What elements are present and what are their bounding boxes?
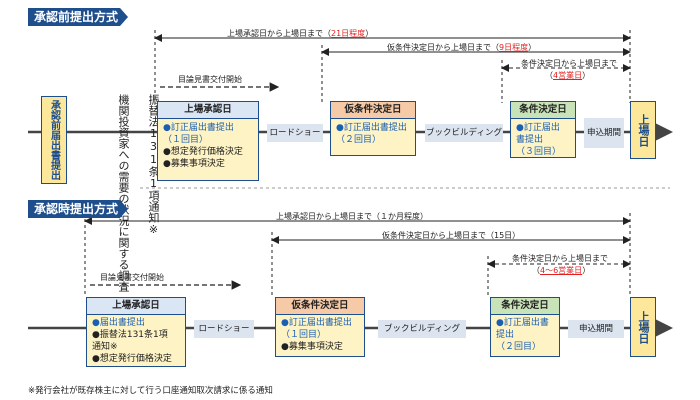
approval-line: ●振替法131条1項	[92, 330, 168, 340]
bookbuilding-step-2: ブックビルディング	[378, 320, 466, 338]
decision-line: 書提出	[516, 135, 544, 145]
investigation-text: 機関投資家への需要の状況に関する調査	[117, 94, 130, 292]
tentative-line: （１回目）	[281, 330, 327, 340]
approval-line: ●募集事項決定	[163, 159, 225, 169]
tentative-date-box-1: 仮条件決定日 ●訂正届出書提出 （２回目）	[330, 101, 416, 156]
approval-line: ●訂正届出書提出	[163, 123, 234, 133]
decision-line: ●訂正届出書	[496, 318, 549, 328]
approval-line: ●届出書提出	[92, 318, 145, 328]
tentative-line: ●訂正届出書提出	[281, 318, 352, 328]
tentative-line: ●訂正届出書提出	[336, 123, 407, 133]
bookbuilding-step-1: ブックビルディング	[425, 124, 503, 142]
section-header-pre-approval: 承認前提出方式	[28, 8, 129, 26]
application-period-step-1: 申込期間	[584, 118, 624, 148]
tentative-line: （２回目）	[336, 135, 382, 145]
notice-text: 振替法131条1項通知※	[147, 94, 160, 236]
roadshow-step-2: ロードショー	[194, 320, 254, 338]
doc-delivery-label-1: 目論見書交付開始	[178, 75, 242, 84]
span-label-top-1: 上場承認日から上場日まで（21日程度）	[227, 29, 374, 38]
approval-line: ●想定発行価格決定	[163, 147, 243, 157]
span-label-low-1a: 条件決定日から上場日まで	[521, 59, 617, 68]
listing-date-box-2: 上場日	[630, 297, 656, 357]
decision-line: （３回目）	[516, 147, 562, 157]
span-label-top-2: 上場承認日から上場日まで（１か月程度）	[276, 212, 428, 221]
approval-line: ●想定発行価格決定	[92, 354, 172, 364]
decision-date-box-2: 条件決定日 ●訂正届出書 提出 （２回目）	[490, 297, 560, 357]
tentative-line: ●募集事項決定	[281, 342, 343, 352]
span-label-mid-1: 仮条件決定日から上場日まで（9日程度）	[387, 43, 537, 52]
span-label-low-2a: 条件決定日から上場日まで	[512, 254, 608, 263]
approval-title-2: 上場承認日	[87, 298, 185, 315]
tentative-title-1: 仮条件決定日	[331, 102, 415, 119]
footnote: ※発行会社が既存株主に対して行う口座通知取次請求に係る通知	[28, 386, 273, 396]
decision-title-2: 条件決定日	[491, 298, 559, 315]
approval-line: （１回目）	[163, 135, 209, 145]
tentative-date-box-2: 仮条件決定日 ●訂正届出書提出 （１回目） ●募集事項決定	[275, 297, 365, 357]
roadshow-step-1: ロードショー	[267, 124, 323, 142]
approval-title-1: 上場承認日	[158, 102, 258, 119]
approval-line: 通知※	[92, 342, 118, 352]
decision-date-box-1: 条件決定日 ●訂正届出 書提出 （３回目）	[510, 101, 576, 158]
listing-date-box-1: 上場日	[630, 101, 656, 159]
span-label-low-2b: （4～6営業日）	[532, 266, 591, 275]
decision-title-1: 条件決定日	[511, 102, 575, 119]
pre-approval-filing-box: 承認前届出書提出	[41, 96, 67, 184]
span-label-low-1b: （4営業日）	[545, 71, 591, 80]
application-period-step-2: 申込期間	[568, 320, 624, 338]
doc-delivery-label-2: 目論見書交付開始	[100, 273, 164, 282]
span-label-mid-2: 仮条件決定日から上場日まで（15日）	[382, 231, 521, 240]
decision-line: （２回目）	[496, 342, 542, 352]
approval-date-box-1: 上場承認日 ●訂正届出書提出 （１回目） ●想定発行価格決定 ●募集事項決定	[157, 101, 259, 181]
approval-date-box-2: 上場承認日 ●届出書提出 ●振替法131条1項 通知※ ●想定発行価格決定	[86, 297, 186, 367]
tentative-title-2: 仮条件決定日	[276, 298, 364, 315]
section-header-at-approval: 承認時提出方式	[28, 200, 129, 218]
decision-line: 提出	[496, 330, 515, 340]
decision-line: ●訂正届出	[516, 123, 560, 133]
